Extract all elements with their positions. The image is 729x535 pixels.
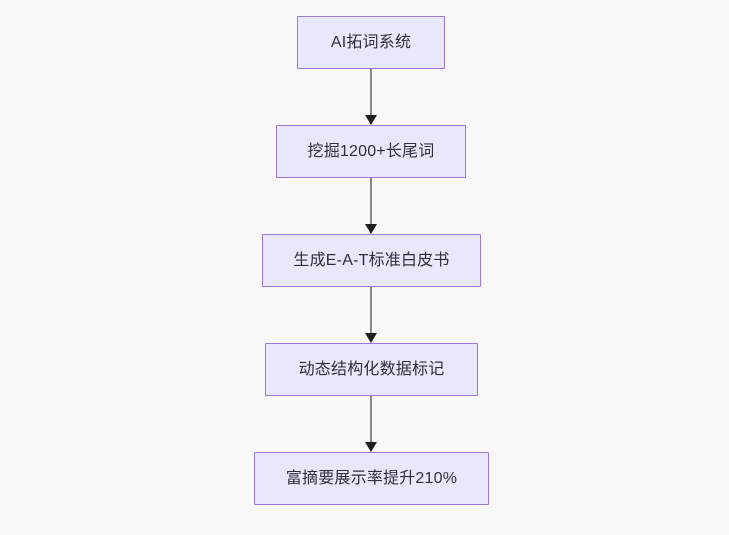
edge-arrowhead — [365, 333, 377, 343]
flow-edge-n1-to-n2 — [361, 69, 381, 125]
flow-node-label: 富摘要展示率提升210% — [285, 469, 458, 487]
flow-node-label: 生成E-A-T标准白皮书 — [293, 251, 450, 269]
flow-node-label: 挖掘1200+长尾词 — [307, 142, 435, 160]
flow-node-n1[interactable]: AI拓词系统 — [297, 16, 445, 69]
edge-arrowhead — [365, 224, 377, 234]
flow-edge-n3-to-n4 — [361, 287, 381, 343]
flow-node-n2[interactable]: 挖掘1200+长尾词 — [276, 125, 466, 178]
flow-node-label: AI拓词系统 — [330, 33, 412, 51]
edge-arrowhead — [365, 442, 377, 452]
flow-node-n3[interactable]: 生成E-A-T标准白皮书 — [262, 234, 481, 287]
flow-node-label: 动态结构化数据标记 — [298, 360, 445, 378]
flow-node-n5[interactable]: 富摘要展示率提升210% — [254, 452, 489, 505]
flow-edge-n2-to-n3 — [361, 178, 381, 234]
flow-node-n4[interactable]: 动态结构化数据标记 — [265, 343, 478, 396]
edge-arrowhead — [365, 115, 377, 125]
flow-edge-n4-to-n5 — [361, 396, 381, 452]
